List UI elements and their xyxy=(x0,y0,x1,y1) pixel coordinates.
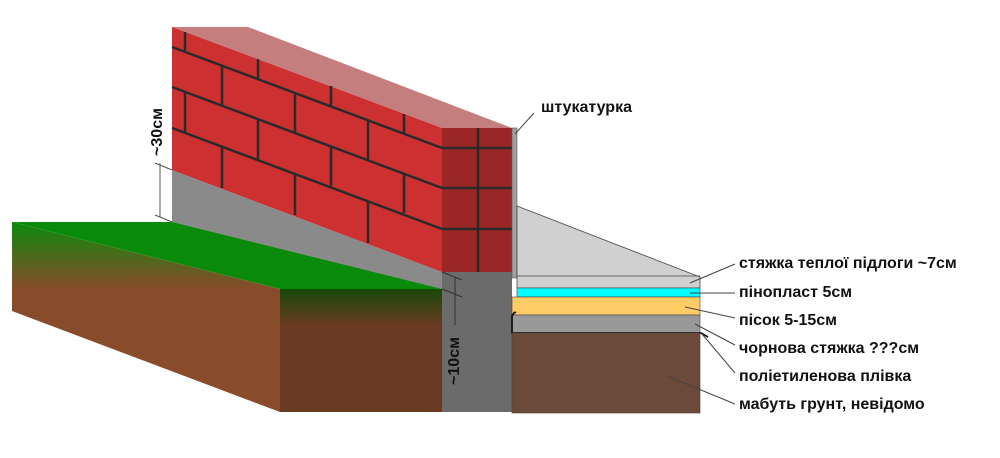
dimension-10cm xyxy=(441,271,463,325)
label-width-10cm: ~10см xyxy=(446,337,463,385)
label-poly-film: поліетиленова плівка xyxy=(739,368,912,385)
label-sand: пісок 5-15см xyxy=(739,312,837,329)
plaster-layer xyxy=(511,127,518,279)
label-height-30cm: ~30см xyxy=(149,108,166,156)
label-rough-screed: чорнова стяжка ???см xyxy=(739,340,920,357)
label-foam: пінопласт 5см xyxy=(739,284,853,301)
floor-layers xyxy=(511,205,709,414)
label-plaster: штукатурка xyxy=(541,99,632,116)
brick-wall xyxy=(171,27,512,272)
dimension-30cm xyxy=(154,162,173,223)
label-warm-floor-screed: стяжка теплої підлоги ~7см xyxy=(739,255,957,272)
foundation xyxy=(172,170,512,412)
label-soil: мабуть грунт, невідомо xyxy=(739,396,925,413)
leader-lines xyxy=(514,112,736,405)
outer-ground xyxy=(12,222,442,412)
